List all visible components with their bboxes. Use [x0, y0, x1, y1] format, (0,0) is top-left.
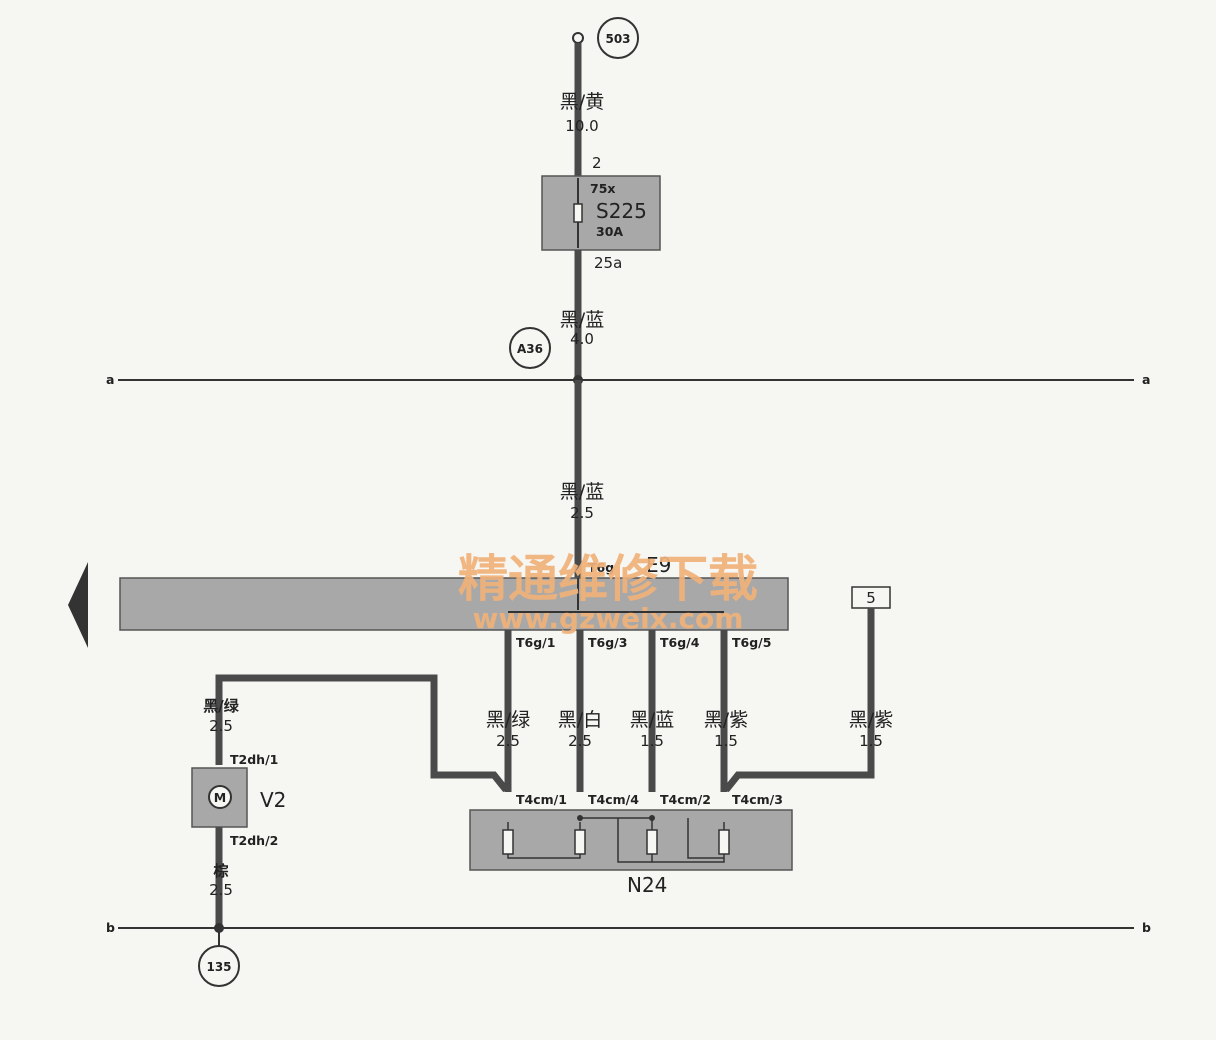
connector-a36-label: A36	[517, 342, 543, 356]
module-resistor-1	[502, 829, 514, 855]
connector-a36	[509, 327, 551, 369]
wire-g1-size: 2.5	[496, 732, 520, 750]
wire-w3-color: 黑/蓝	[560, 481, 604, 503]
watermark-url: www.gzweix.com	[473, 602, 744, 635]
harness-label: E9	[646, 553, 671, 577]
wire-motor-feed	[215, 674, 509, 793]
wire-g4-size: 1.5	[714, 732, 738, 750]
wire-g2-color: 黑/白	[558, 709, 602, 731]
motor-symbol: M	[214, 790, 226, 805]
pin-t2dh-1: T2dh/1	[230, 752, 278, 767]
wire-g2-size: 2.5	[568, 732, 592, 750]
module-node-1	[577, 815, 583, 821]
module-name: N24	[627, 873, 667, 897]
connector-503	[597, 17, 639, 59]
wire-motor-bot-color: 棕	[213, 862, 228, 880]
pin-t4cm-1: T4cm/1	[516, 792, 567, 807]
fuse-rating: 30A	[596, 224, 623, 239]
wire-w3-size: 2.5	[570, 504, 594, 522]
wire-g5	[723, 608, 875, 793]
arrow-left-icon	[68, 562, 88, 648]
module-n24	[469, 809, 793, 871]
wire-w1-color: 黑/黄	[560, 91, 604, 113]
module-resistor-2	[574, 829, 586, 855]
connector-box-5-label: 5	[866, 589, 876, 607]
pin-t4cm-2: T4cm/2	[660, 792, 711, 807]
connector-135-label: 135	[206, 960, 231, 974]
wire-g3-color: 黑/蓝	[630, 709, 674, 731]
fuse-pin-out: 25a	[594, 254, 622, 272]
pin-t2dh-2: T2dh/2	[230, 833, 278, 848]
wire-motor-bot-size: 2.5	[209, 881, 233, 899]
wire-g1-color: 黑/绿	[486, 709, 530, 731]
harness-bar	[119, 577, 789, 631]
module-resistor-4	[718, 829, 730, 855]
wire-motor-top-color: 黑/绿	[203, 697, 239, 715]
pin-t6g-3: T6g/3	[588, 635, 627, 650]
terminal-dot	[572, 32, 584, 44]
module-node-2	[649, 815, 655, 821]
bus-b-right: b	[1142, 920, 1151, 935]
pin-t6g-5: T6g/5	[732, 635, 771, 650]
bus-b-left: b	[106, 920, 115, 935]
pin-t6g-4: T6g/4	[660, 635, 700, 650]
bus-a-left: a	[106, 372, 114, 387]
pin-t4cm-3: T4cm/3	[732, 792, 783, 807]
watermark-title: 精通维修下载	[458, 550, 758, 608]
wire-w2-color: 黑/蓝	[560, 309, 604, 331]
fuse-pin-in: 2	[592, 154, 602, 172]
pin-t4cm-4: T4cm/4	[588, 792, 639, 807]
wire-g5-color: 黑/紫	[849, 709, 893, 731]
harness-top-pin: T6g	[588, 560, 614, 575]
wire-w2-size: 4.0	[570, 330, 594, 348]
wire-motor-top-size: 2.5	[209, 717, 233, 735]
wire-g5-size: 1.5	[859, 732, 883, 750]
bus-a-right: a	[1142, 372, 1150, 387]
module-trace-4	[687, 818, 724, 859]
fuse-slot: 75x	[590, 181, 615, 196]
fuse-icon	[573, 203, 583, 223]
motor-name: V2	[260, 788, 286, 812]
fuse-block	[541, 175, 661, 251]
connector-135	[198, 945, 240, 987]
module-trace-3	[617, 818, 652, 863]
module-resistor-3	[646, 829, 658, 855]
wire-w1-size: 10.0	[565, 117, 598, 135]
fuse-name: S225	[596, 199, 647, 223]
motor-icon	[208, 785, 232, 809]
pin-t6g-1: T6g/1	[516, 635, 555, 650]
wire-g4-color: 黑/紫	[704, 709, 748, 731]
wire-g3-size: 1.5	[640, 732, 664, 750]
connector-503-label: 503	[605, 32, 630, 46]
